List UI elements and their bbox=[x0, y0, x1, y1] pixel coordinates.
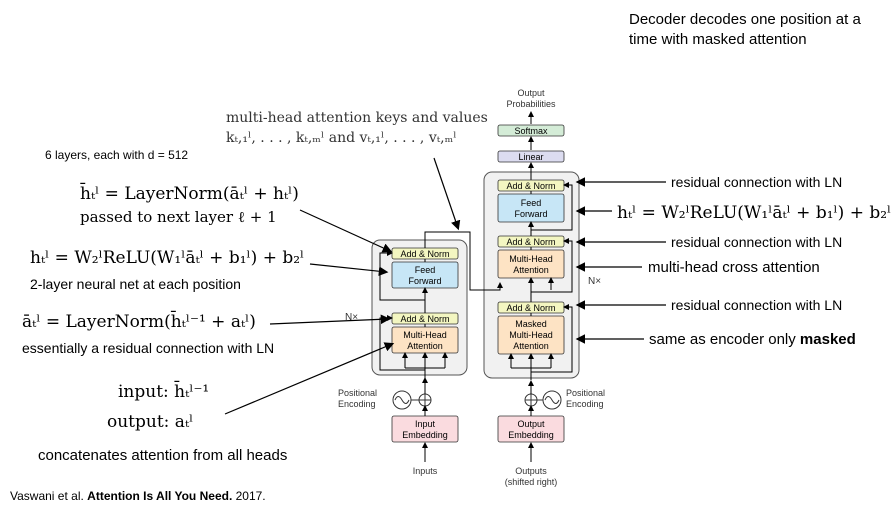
ffn-note: 2-layer neural net at each position bbox=[30, 276, 241, 292]
dec-add-norm-1-label: Add & Norm bbox=[506, 181, 555, 191]
masked-note-prefix: same as encoder only bbox=[649, 331, 800, 348]
residual-note-3: residual connection with LN bbox=[671, 297, 843, 313]
enc-add-norm-bottom-label: Add & Norm bbox=[400, 314, 449, 324]
dec-masked-label-2: Multi-Head bbox=[509, 330, 553, 340]
concat-note: concatenates attention from all heads bbox=[38, 447, 288, 464]
eq-layernorm-out: h̄ₜˡ = LayerNorm(āₜˡ + hₜˡ) bbox=[80, 184, 299, 204]
arrow-layernorm-out bbox=[299, 209, 393, 253]
dec-masked-label-1: Masked bbox=[515, 319, 547, 329]
dec-pos-label-1: Positional bbox=[566, 388, 605, 398]
citation: Vaswani et al. Attention Is All You Need… bbox=[10, 489, 266, 503]
kv-line1: multi-head attention keys and values bbox=[226, 110, 488, 126]
outputs-label-1: Outputs bbox=[515, 466, 547, 476]
output-embedding-label-1: Output bbox=[517, 419, 545, 429]
eq-layernorm-out-note: passed to next layer ℓ + 1 bbox=[80, 208, 277, 226]
enc-pos-label-1: Positional bbox=[338, 388, 377, 398]
encoder-block bbox=[371, 239, 468, 376]
dec-ff-label-2: Forward bbox=[514, 209, 547, 219]
masked-note: same as encoder only masked bbox=[649, 331, 856, 348]
citation-title: Attention Is All You Need. bbox=[87, 489, 233, 503]
eq-ffn-right: hₜˡ = W₂ˡReLU(W₁ˡāₜˡ + b₁ˡ) + b₂ˡ bbox=[617, 203, 892, 223]
residual-note-2: residual connection with LN bbox=[671, 234, 843, 250]
enc-pos-label-2: Encoding bbox=[338, 399, 376, 409]
dec-cross-label-2: Attention bbox=[513, 265, 549, 275]
decoder-note-line1: Decoder decodes one position at a bbox=[629, 11, 861, 28]
citation-year: 2017. bbox=[232, 489, 266, 503]
arrow-kv bbox=[433, 157, 461, 231]
arrow-input-output bbox=[224, 342, 395, 415]
cross-attn-note: multi-head cross attention bbox=[648, 259, 820, 276]
dec-add-norm-3-label: Add & Norm bbox=[506, 303, 555, 313]
dec-cross-label-1: Multi-Head bbox=[509, 254, 553, 264]
output-prob-label-2: Probabilities bbox=[506, 99, 556, 109]
dec-nx: N× bbox=[588, 276, 601, 287]
dec-ff-label-1: Feed bbox=[521, 198, 542, 208]
enc-nx: N× bbox=[345, 312, 358, 323]
output-prob-label-1: Output bbox=[517, 88, 545, 98]
dec-masked-label-3: Attention bbox=[513, 341, 549, 351]
layers-note: 6 layers, each with d = 512 bbox=[45, 148, 189, 162]
arrow-ffn-left bbox=[309, 263, 389, 277]
input-label: input: h̄ₜˡ⁻¹ bbox=[118, 382, 210, 402]
input-embedding-label-2: Embedding bbox=[402, 430, 448, 440]
eq-ffn-left: hₜˡ = W₂ˡReLU(W₁ˡāₜˡ + b₁ˡ) + b₂ˡ bbox=[30, 248, 305, 268]
kv-note: multi-head attention keys and values kₜ,… bbox=[226, 108, 488, 148]
dec-add-norm-2-label: Add & Norm bbox=[506, 237, 555, 247]
dec-pos-label-2: Encoding bbox=[566, 399, 604, 409]
citation-authors: Vaswani et al. bbox=[10, 489, 88, 503]
decoder-note: Decoder decodes one position at a time w… bbox=[629, 10, 861, 50]
output-embedding-label-2: Embedding bbox=[508, 430, 554, 440]
decoder-note-line2: time with masked attention bbox=[629, 31, 807, 48]
linear-label: Linear bbox=[518, 152, 543, 162]
residual-note-1: residual connection with LN bbox=[671, 174, 843, 190]
enc-ff-label-2: Forward bbox=[408, 276, 441, 286]
softmax-label: Softmax bbox=[514, 126, 548, 136]
enc-mh-label-2: Attention bbox=[407, 341, 443, 351]
inputs-label: Inputs bbox=[413, 466, 438, 476]
enc-ff-label-1: Feed bbox=[415, 265, 436, 275]
enc-mh-label-1: Multi-Head bbox=[403, 330, 447, 340]
arrow-attn-norm bbox=[269, 314, 391, 325]
outputs-label-2: (shifted right) bbox=[505, 477, 558, 487]
masked-note-bold: masked bbox=[799, 331, 856, 348]
kv-line2: kₜ,₁ˡ, . . . , kₜ,ₘˡ and vₜ,₁ˡ, . . . , … bbox=[226, 130, 457, 146]
enc-add-norm-top-label: Add & Norm bbox=[400, 249, 449, 259]
output-label: output: aₜˡ bbox=[107, 412, 194, 432]
attn-norm-note: essentially a residual connection with L… bbox=[22, 340, 275, 356]
eq-attn-norm: āₜˡ = LayerNorm(h̄ₜˡ⁻¹ + aₜˡ) bbox=[22, 312, 256, 332]
input-embedding-label-1: Input bbox=[415, 419, 436, 429]
